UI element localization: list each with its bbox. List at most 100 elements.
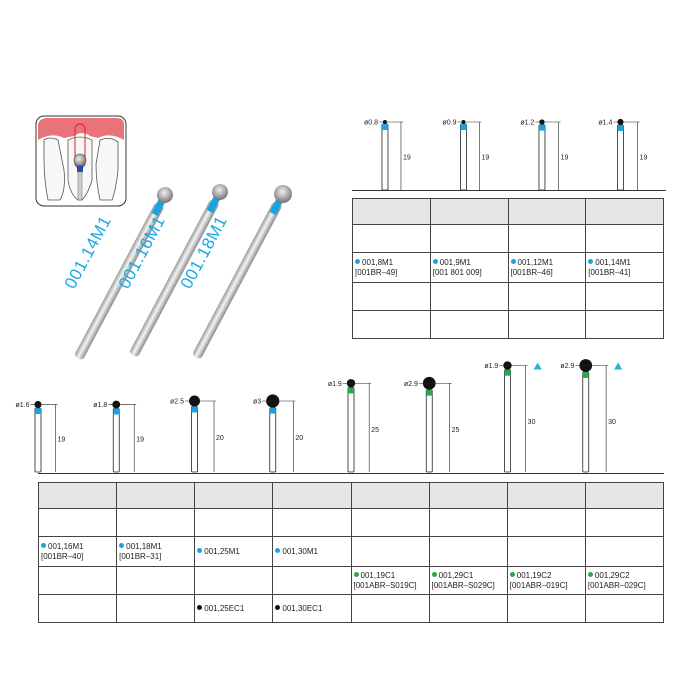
bur-drawing: ø1.925 (328, 379, 379, 473)
table-cell (584, 536, 665, 567)
diameter-label: ø2.9 (560, 363, 574, 370)
bur-drawing: ø0.819 (364, 120, 411, 191)
table-cell (585, 282, 664, 311)
code-text: [001BR–40] (41, 551, 84, 561)
table-cell (585, 198, 664, 225)
product-code: 001,12M1 (510, 257, 584, 268)
code-text: 001,30EC1 (282, 603, 323, 613)
reference-code: [001BR–49] (355, 268, 428, 278)
color-dot-icon (41, 542, 46, 548)
color-band (191, 406, 198, 413)
product-code: 001,25M1 (197, 547, 270, 557)
top-baseline (352, 190, 666, 191)
table-cell (585, 310, 664, 339)
code-text: 001,19C2 (516, 570, 552, 580)
product-code: 001,30EC1 (275, 604, 348, 614)
bur-1 (75, 187, 173, 360)
bur-label-2: 001.16M1 (115, 213, 169, 292)
product-code: 001,29C1 (431, 571, 505, 581)
table-row (352, 198, 664, 225)
table-row (352, 224, 664, 253)
bottom-spec-table: 001,16M1[001BR–40]001,18M1[001BR–31]001,… (37, 482, 665, 623)
table-cell (272, 482, 352, 509)
table-cell (352, 198, 431, 225)
table-cell: 001,25M1 (194, 536, 274, 567)
table-cell: 001,18M1[001BR–31] (116, 536, 196, 567)
table-row: 001,25EC1 001,30EC1 (37, 594, 665, 623)
bottom-bur-drawings: ø1.619ø1.819ø2.520ø320ø1.925ø2.925ø1.930… (15, 359, 623, 473)
code-text: [001BR–41] (588, 267, 631, 277)
code-text: 001,19C1 (360, 570, 396, 580)
length-label: 19 (481, 154, 489, 161)
table-cell (194, 482, 274, 509)
reference-code: [001ABR–S019C] (354, 581, 427, 591)
table-cell (506, 482, 586, 509)
diameter-label: ø1.9 (484, 363, 498, 370)
table-cell: 001,30M1 (272, 536, 352, 567)
table-cell: 001,30EC1 (272, 594, 352, 623)
length-label: 25 (452, 427, 460, 434)
table-row: 001,8M1[001BR–49] 001,9M1[001 801 009] 001… (352, 252, 664, 283)
triangle-marker-icon (614, 362, 623, 370)
table-cell (584, 482, 665, 509)
length-label: 30 (608, 419, 616, 426)
color-dot-icon (431, 571, 437, 577)
bur-shaft (347, 387, 355, 473)
table-cell (429, 198, 509, 225)
diameter-label: ø3 (253, 399, 261, 406)
table-cell (429, 224, 509, 253)
table-cell (352, 310, 431, 339)
reference-code: [001 801 009] (433, 268, 506, 278)
color-band (426, 389, 433, 396)
bur-2 (130, 184, 228, 357)
color-band (538, 124, 545, 131)
table-cell (37, 482, 118, 509)
color-band (113, 408, 120, 415)
code-text: 001,29C2 (594, 570, 630, 580)
diameter-label: ø1.2 (520, 120, 534, 127)
table-cell (584, 508, 665, 537)
bur-shaft (34, 407, 42, 473)
table-cell (350, 508, 430, 537)
diameter-label: ø1.4 (598, 120, 612, 127)
table-cell (194, 508, 274, 537)
color-dot-icon (353, 571, 359, 577)
table-cell (429, 310, 509, 339)
product-code: 001,19C2 (509, 570, 583, 581)
table-cell (507, 310, 587, 339)
code-text: 001,12M1 (517, 257, 554, 267)
color-band (381, 124, 388, 130)
table-cell: 001,14M1[001BR–41] (585, 252, 664, 283)
table-cell (116, 594, 196, 623)
table-cell (507, 224, 587, 253)
length-label: 19 (640, 154, 648, 161)
code-text: 001,25EC1 (204, 603, 245, 613)
length-label: 19 (403, 154, 411, 161)
bur-shaft (617, 124, 624, 191)
table-cell (272, 566, 352, 595)
code-text: 001,25M1 (204, 546, 240, 556)
color-band (504, 369, 511, 376)
table-cell (506, 594, 586, 623)
length-label: 19 (58, 437, 66, 444)
bur-drawing: ø1.619 (15, 401, 66, 473)
table-cell: 001,8M1[001BR–49] (352, 252, 431, 283)
table-cell (116, 566, 196, 595)
table-row (37, 508, 665, 537)
table-cell (429, 282, 509, 311)
color-dot-icon (587, 571, 593, 577)
code-text: [001ABR–029C] (587, 580, 646, 590)
color-band (460, 124, 467, 130)
bur-shaft (582, 371, 590, 473)
product-code: 001,14M1 (588, 258, 661, 268)
diameter-label: ø1.8 (93, 402, 107, 409)
table-cell (350, 536, 430, 567)
table-cell: 001,19C1[001ABR–S019C] (350, 566, 430, 595)
code-text: 001,14M1 (595, 257, 631, 267)
table-cell (584, 594, 665, 623)
code-text: 001,9M1 (439, 257, 471, 267)
table-cell (428, 594, 508, 623)
product-code: 001,29C2 (587, 570, 661, 581)
